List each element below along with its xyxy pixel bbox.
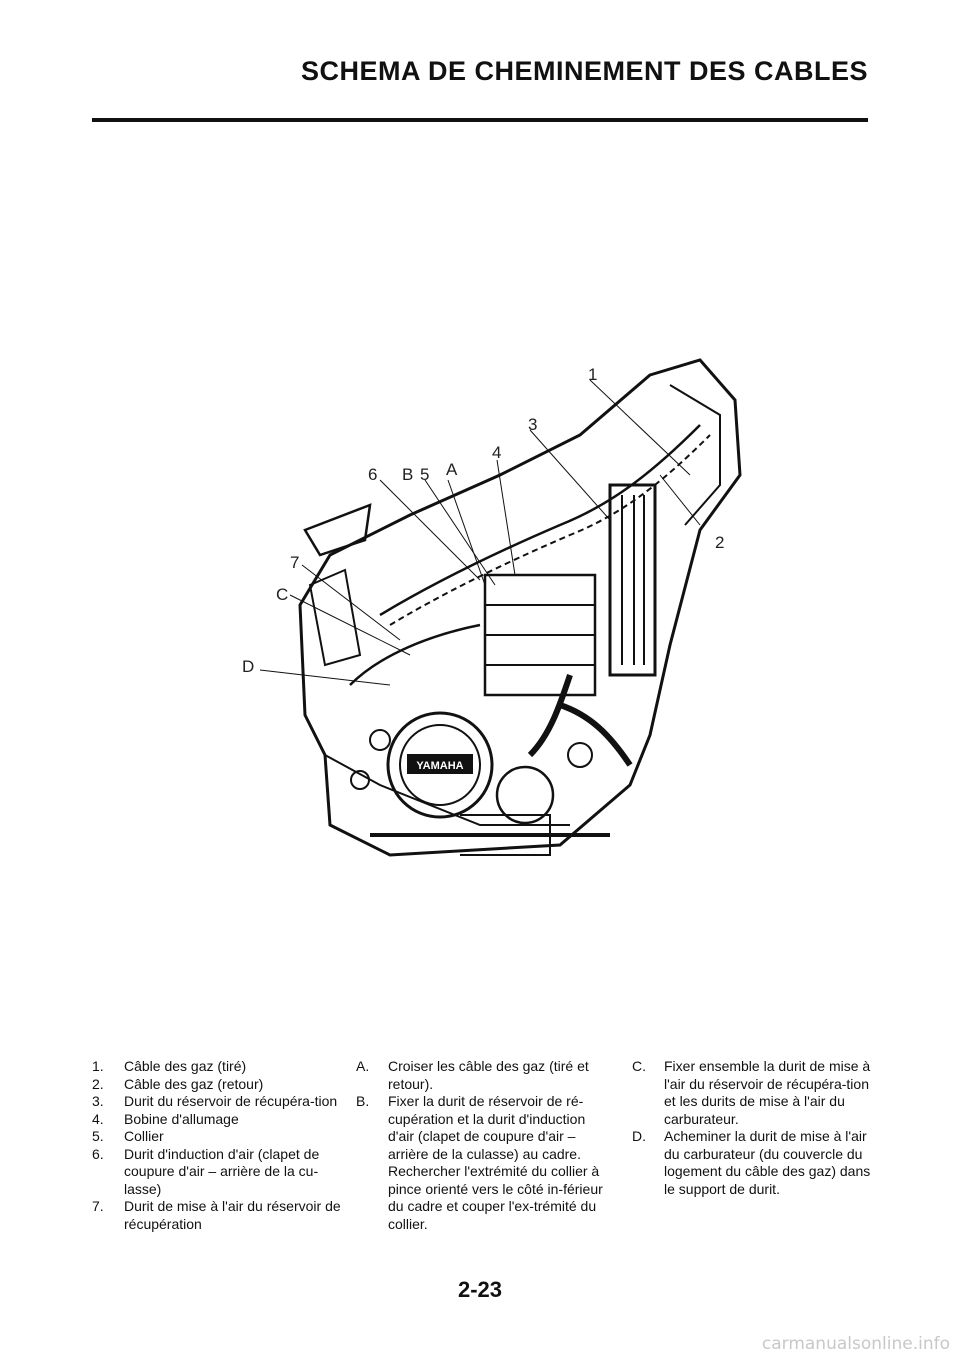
callout-4: 4 — [492, 443, 502, 462]
engine-cable-routing-diagram: YAMAHA 1 2 3 4 5 6 7 A B C D — [230, 355, 750, 865]
legend-item: 2.Câble des gaz (retour) — [92, 1075, 264, 1092]
legend-item: 5.Collier — [92, 1128, 164, 1144]
callout-5: 5 — [420, 465, 430, 484]
legend-item: 3.Durit du réservoir de récupéra-tion — [92, 1093, 338, 1109]
legend-item: 7.Durit de mise à l'air du réservoir de … — [92, 1198, 341, 1232]
legend-item: 4.Bobine d'allumage — [92, 1110, 239, 1127]
callout-b: B — [402, 465, 414, 484]
legend-item: 6.Durit d'induction d'air (clapet de cou… — [92, 1145, 320, 1197]
legend-item: B.Fixer la durit de réservoir de ré-cupé… — [356, 1093, 603, 1232]
callout-a: A — [446, 460, 458, 479]
page-title: SCHEMA DE CHEMINEMENT DES CABLES — [300, 56, 868, 86]
callout-c: C — [276, 585, 289, 604]
yamaha-logo: YAMAHA — [416, 760, 463, 772]
legend-lettered-ab: A.Croiser les câble des gaz (tiré et ret… — [356, 1058, 606, 1233]
legend-item: D.Acheminer la durit de mise à l'air du … — [632, 1128, 871, 1197]
callout-d: D — [242, 657, 255, 676]
engine-diagram-svg: YAMAHA — [259, 358, 742, 857]
legend-item: C.Fixer ensemble la durit de mise à l'ai… — [632, 1058, 871, 1127]
callout-7: 7 — [290, 553, 300, 572]
watermark: carmanualsonline.info — [761, 1334, 950, 1354]
legend-numbered: 1.Câble des gaz (tiré) 2.Câble des gaz (… — [92, 1058, 342, 1233]
callout-6: 6 — [368, 465, 378, 484]
callout-3: 3 — [528, 415, 538, 434]
page-number: 2-23 — [457, 1277, 503, 1302]
title-divider — [92, 118, 868, 122]
legend-item: 1.Câble des gaz (tiré) — [92, 1058, 247, 1074]
callout-2: 2 — [715, 533, 725, 552]
legend-item: A.Croiser les câble des gaz (tiré et ret… — [356, 1058, 589, 1092]
callout-1: 1 — [588, 365, 598, 384]
legend-lettered-cd: C.Fixer ensemble la durit de mise à l'ai… — [632, 1058, 882, 1198]
